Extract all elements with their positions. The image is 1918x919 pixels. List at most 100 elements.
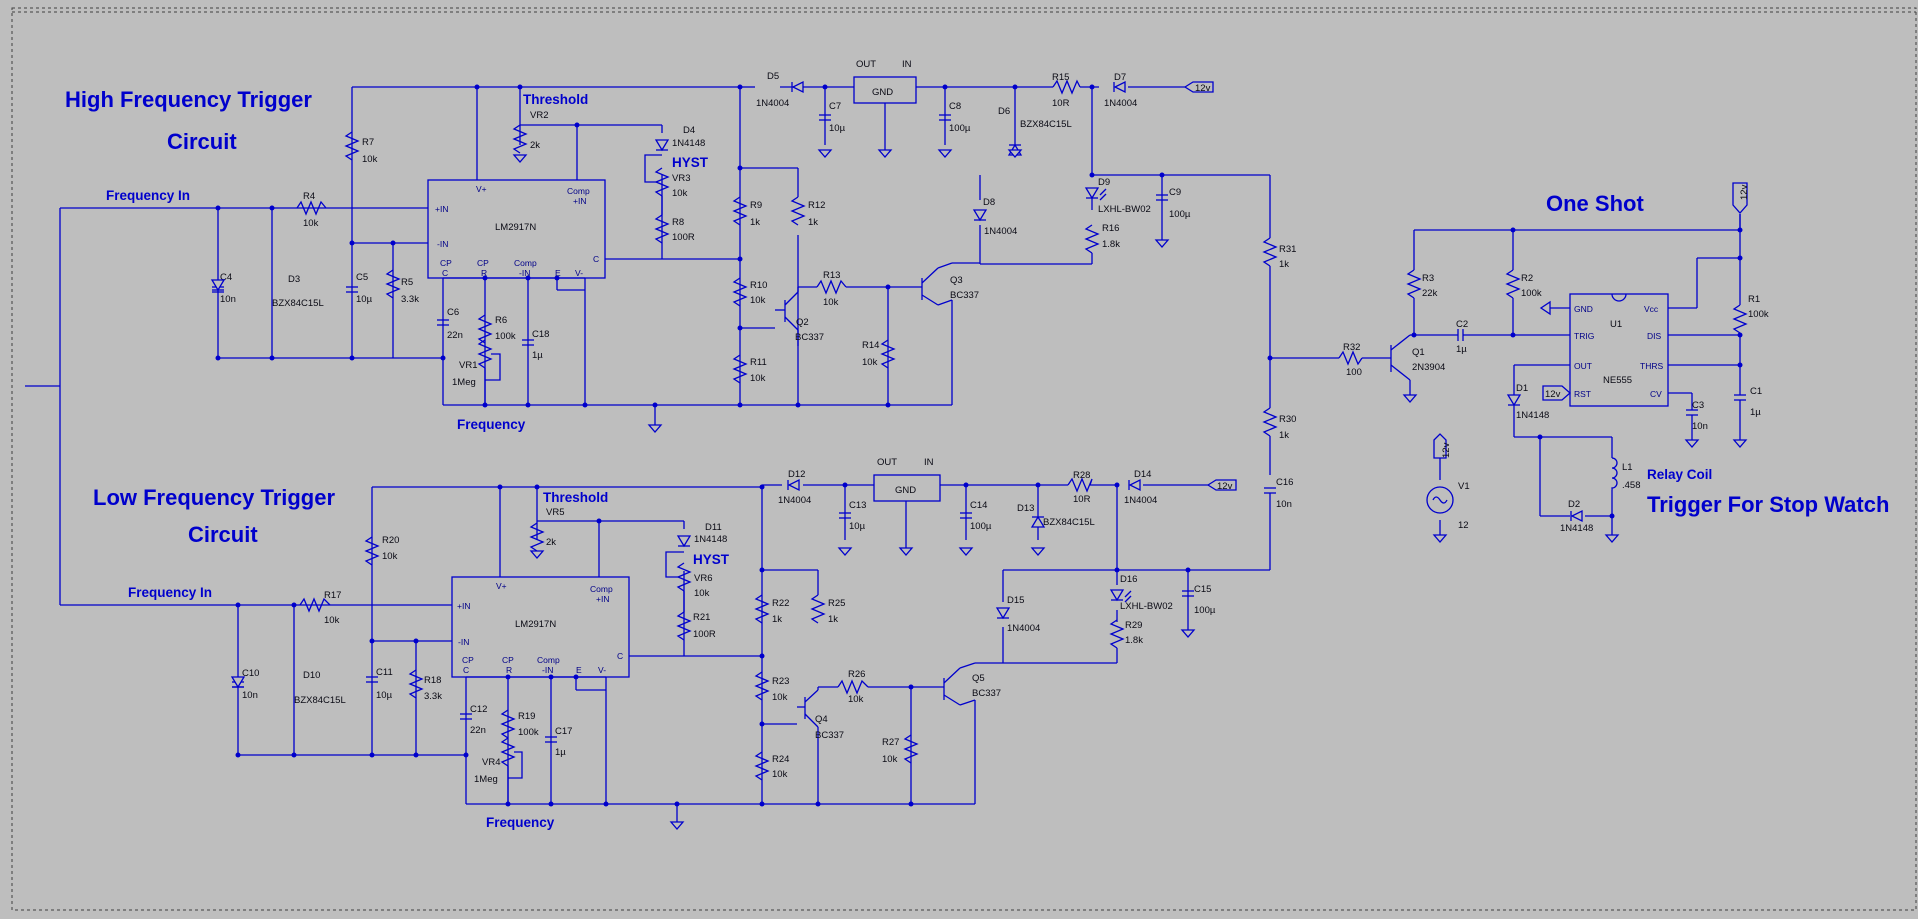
svg-text:1N4004: 1N4004 [756, 98, 789, 109]
svg-text:10k: 10k [882, 754, 898, 765]
svg-text:1N4148: 1N4148 [1560, 523, 1593, 534]
svg-text:BZX84C15L: BZX84C15L [1020, 119, 1072, 130]
svg-text:BZX84C15L: BZX84C15L [294, 695, 346, 706]
svg-text:Comp: Comp [514, 258, 537, 268]
svg-text:C17: C17 [555, 726, 572, 737]
svg-text:R32: R32 [1343, 342, 1360, 353]
svg-text:C: C [617, 651, 623, 661]
svg-text:R5: R5 [401, 277, 413, 288]
rst-12v-flag: 12v [1542, 385, 1571, 401]
svg-text:1.8k: 1.8k [1102, 239, 1120, 250]
svg-text:R27: R27 [882, 737, 899, 748]
svg-text:12v: 12v [1195, 83, 1211, 94]
svg-text:D14: D14 [1134, 469, 1151, 480]
svg-text:12v: 12v [1545, 389, 1561, 400]
svg-text:10k: 10k [848, 694, 864, 705]
svg-text:1N4004: 1N4004 [984, 226, 1017, 237]
svg-text:100µ: 100µ [1194, 605, 1216, 616]
svg-text:R8: R8 [672, 217, 684, 228]
svg-text:C12: C12 [470, 704, 487, 715]
svg-text:C9: C9 [1169, 187, 1181, 198]
hf-title-line1: High Frequency Trigger [65, 87, 312, 112]
svg-text:R1: R1 [1748, 294, 1760, 305]
svg-text:R19: R19 [518, 711, 535, 722]
svg-text:BC337: BC337 [950, 290, 979, 301]
svg-text:C3: C3 [1692, 400, 1704, 411]
svg-text:1N4004: 1N4004 [778, 495, 811, 506]
svg-text:TRIG: TRIG [1574, 331, 1594, 341]
hf-frequency-label: Frequency [457, 417, 526, 432]
svg-text:C: C [463, 665, 469, 675]
svg-text:VR2: VR2 [530, 110, 548, 121]
svg-text:10k: 10k [750, 373, 766, 384]
svg-text:D9: D9 [1098, 177, 1110, 188]
svg-text:CP: CP [477, 258, 489, 268]
hf-ic-lm2917n: LM2917N V+ +IN -IN Comp +IN C CP C CP R … [427, 179, 606, 279]
svg-text:1N4148: 1N4148 [1516, 410, 1549, 421]
svg-text:C1: C1 [1750, 386, 1762, 397]
svg-text:D10: D10 [303, 670, 320, 681]
one-shot-junctions [1411, 227, 1743, 519]
hf-freq-in-label: Frequency In [106, 188, 190, 203]
svg-text:10n: 10n [242, 690, 258, 701]
svg-text:Q5: Q5 [972, 673, 985, 684]
svg-text:D13: D13 [1017, 503, 1034, 514]
svg-text:100R: 100R [672, 232, 695, 243]
hf-grounds [512, 149, 1170, 433]
one-shot-grounds [1402, 394, 1748, 543]
svg-text:R30: R30 [1279, 414, 1296, 425]
svg-text:100µ: 100µ [1169, 209, 1191, 220]
svg-text:10k: 10k [382, 551, 398, 562]
svg-text:E: E [555, 268, 561, 278]
svg-text:22n: 22n [447, 330, 463, 341]
svg-text:Vcc: Vcc [1644, 304, 1659, 314]
svg-text:D15: D15 [1007, 595, 1024, 606]
svg-text:CP: CP [440, 258, 452, 268]
lf-hyst-label: HYST [693, 552, 730, 567]
lf-title-line1: Low Frequency Trigger [93, 485, 335, 510]
hf-title-line2: Circuit [167, 129, 237, 154]
svg-text:1Meg: 1Meg [474, 774, 498, 785]
svg-text:100R: 100R [693, 629, 716, 640]
svg-text:V-: V- [575, 268, 583, 278]
svg-text:C16: C16 [1276, 477, 1293, 488]
svg-text:BC337: BC337 [972, 688, 1001, 699]
svg-text:100µ: 100µ [970, 521, 992, 532]
svg-text:10k: 10k [862, 357, 878, 368]
svg-text:C11: C11 [376, 667, 393, 678]
svg-text:R10: R10 [750, 280, 767, 291]
svg-text:10k: 10k [772, 769, 788, 780]
svg-text:R: R [481, 268, 487, 278]
svg-text:Q1: Q1 [1412, 347, 1425, 358]
svg-text:D16: D16 [1120, 574, 1137, 585]
svg-text:IN: IN [902, 59, 912, 70]
hf-hyst-label: HYST [672, 155, 709, 170]
svg-text:10µ: 10µ [376, 690, 393, 701]
svg-text:22k: 22k [1422, 288, 1438, 299]
svg-text:R13: R13 [823, 270, 840, 281]
svg-text:NE555: NE555 [1603, 375, 1632, 386]
input-bus: Frequency In Frequency In [25, 188, 300, 606]
svg-text:-IN: -IN [437, 239, 448, 249]
svg-text:R18: R18 [424, 675, 441, 686]
svg-text:D8: D8 [983, 197, 995, 208]
svg-text:10n: 10n [1276, 499, 1292, 510]
relay-coil-l1: L1.458 Relay Coil [1611, 457, 1712, 491]
svg-text:10n: 10n [1692, 421, 1708, 432]
svg-text:Comp: Comp [567, 186, 590, 196]
svg-text:E: E [576, 665, 582, 675]
svg-text:C: C [442, 268, 448, 278]
svg-text:OUT: OUT [877, 457, 897, 468]
svg-text:100µ: 100µ [949, 123, 971, 134]
svg-text:-IN: -IN [458, 637, 469, 647]
svg-text:12v: 12v [1441, 442, 1452, 458]
svg-text:2N3904: 2N3904 [1412, 362, 1445, 373]
svg-text:C14: C14 [970, 500, 987, 511]
ne555-gnd-symbol [1539, 300, 1551, 316]
svg-text:C8: C8 [949, 101, 961, 112]
svg-text:C13: C13 [849, 500, 866, 511]
